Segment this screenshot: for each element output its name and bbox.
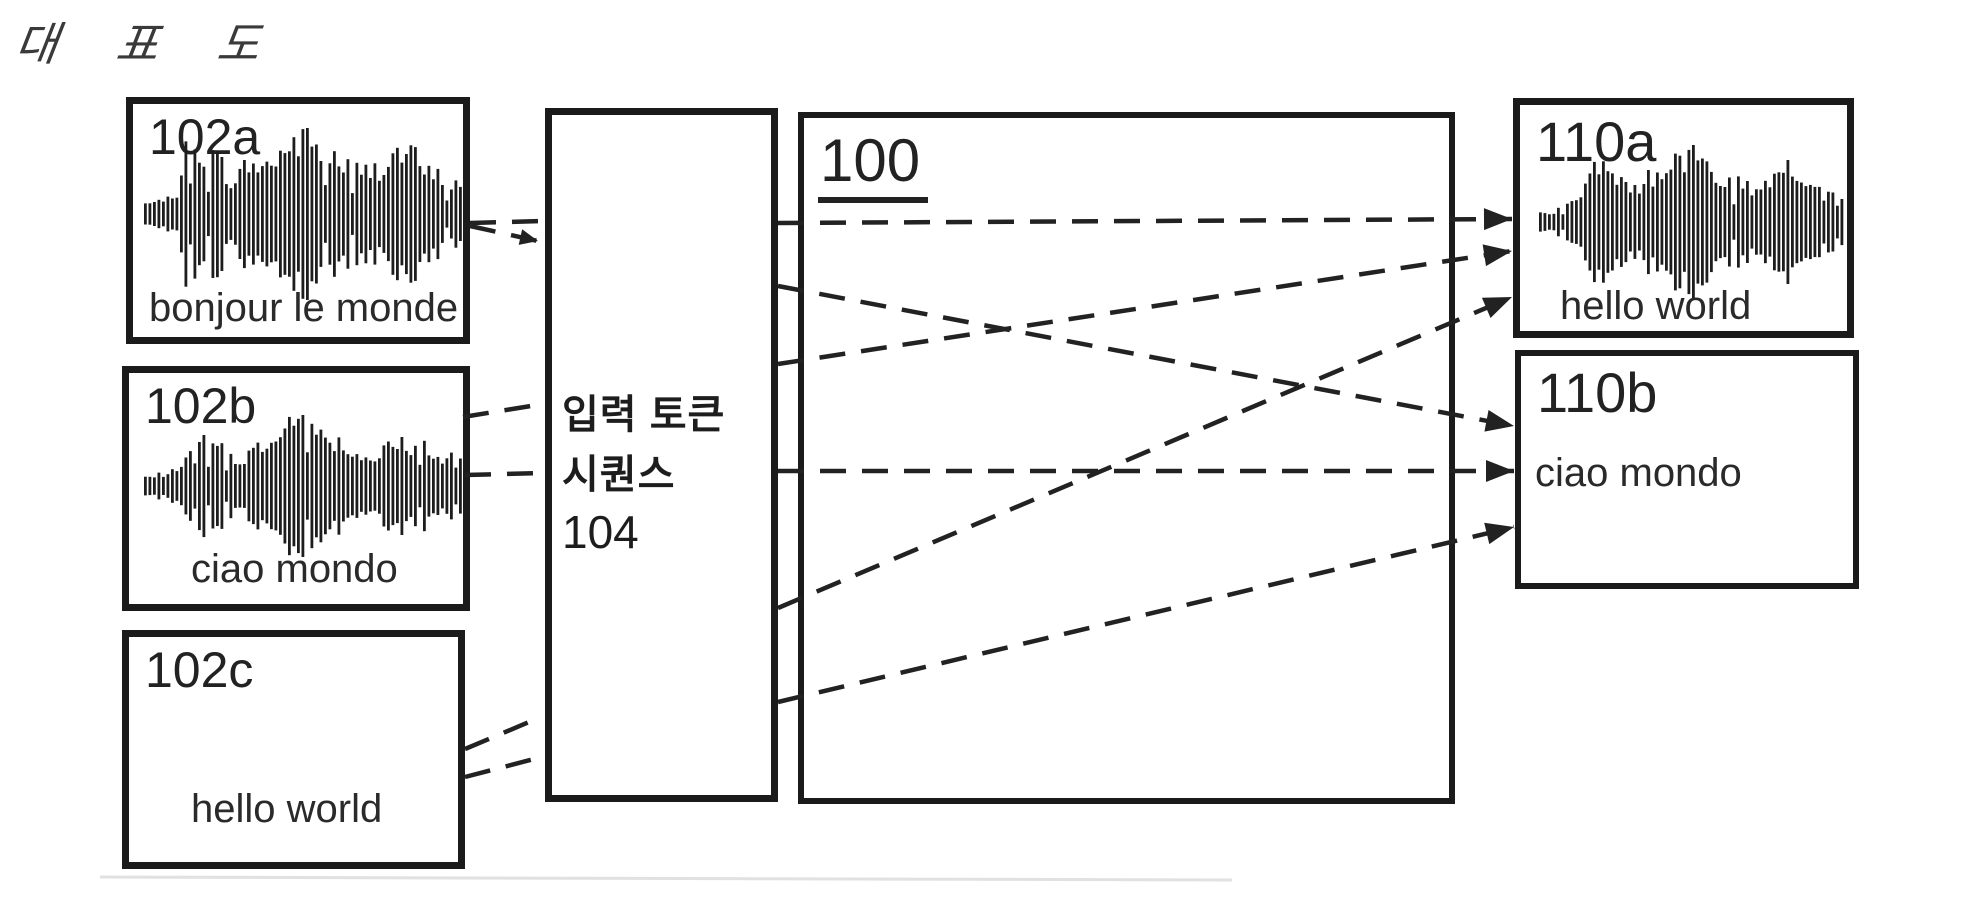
- connector-102b-to-104-1: [462, 401, 544, 420]
- box-label-110b: 110b: [1537, 361, 1658, 424]
- input-box-102b: 102b ciao mondo: [122, 366, 470, 611]
- audio-waveform-icon: [144, 128, 462, 300]
- audio-waveform-icon: [144, 415, 462, 557]
- connector-102c-to-104-2: [464, 756, 535, 780]
- token-sequence-text: 입력 토큰 시퀀스 104: [562, 395, 725, 555]
- caption-hello-world-output: hello world: [1560, 284, 1752, 328]
- output-box-110b: 110b ciao mondo: [1515, 350, 1859, 589]
- input-box-102c: 102c hello world: [122, 630, 465, 869]
- caption-ciao-mondo-input: ciao mondo: [191, 547, 398, 591]
- box-label-102c: 102c: [145, 642, 254, 698]
- box-label-102b: 102b: [145, 378, 257, 434]
- model-box-100: 100: [798, 112, 1455, 804]
- figure-title: 대 표 도: [11, 17, 286, 71]
- box-label-110a: 110a: [1536, 110, 1657, 173]
- connector-102a-to-104-2: [469, 223, 539, 245]
- connector-102a-to-104-1: [469, 218, 544, 226]
- caption-ciao-mondo-output: ciao mondo: [1535, 451, 1742, 495]
- model-box-label: 100: [818, 126, 929, 203]
- scan-artifact-line: [99, 875, 1233, 882]
- caption-bonjour-le-monde: bonjour le monde: [149, 286, 459, 330]
- token-text-line1: 입력 토큰: [562, 393, 726, 437]
- connector-102c-to-104-1: [464, 714, 542, 752]
- audio-waveform-icon: [1539, 145, 1844, 299]
- connector-102b-to-104-2: [464, 470, 544, 478]
- caption-hello-world-input: hello world: [191, 787, 383, 831]
- box-label-102a: 102a: [149, 109, 261, 165]
- token-sequence-box-104: 입력 토큰 시퀀스 104: [545, 108, 778, 802]
- token-text-line2: 시퀀스: [562, 453, 676, 497]
- output-box-110a: 110a hello world: [1513, 98, 1854, 338]
- token-text-ref-number: 104: [562, 506, 639, 558]
- input-box-102a: 102a bonjour le monde: [126, 97, 470, 344]
